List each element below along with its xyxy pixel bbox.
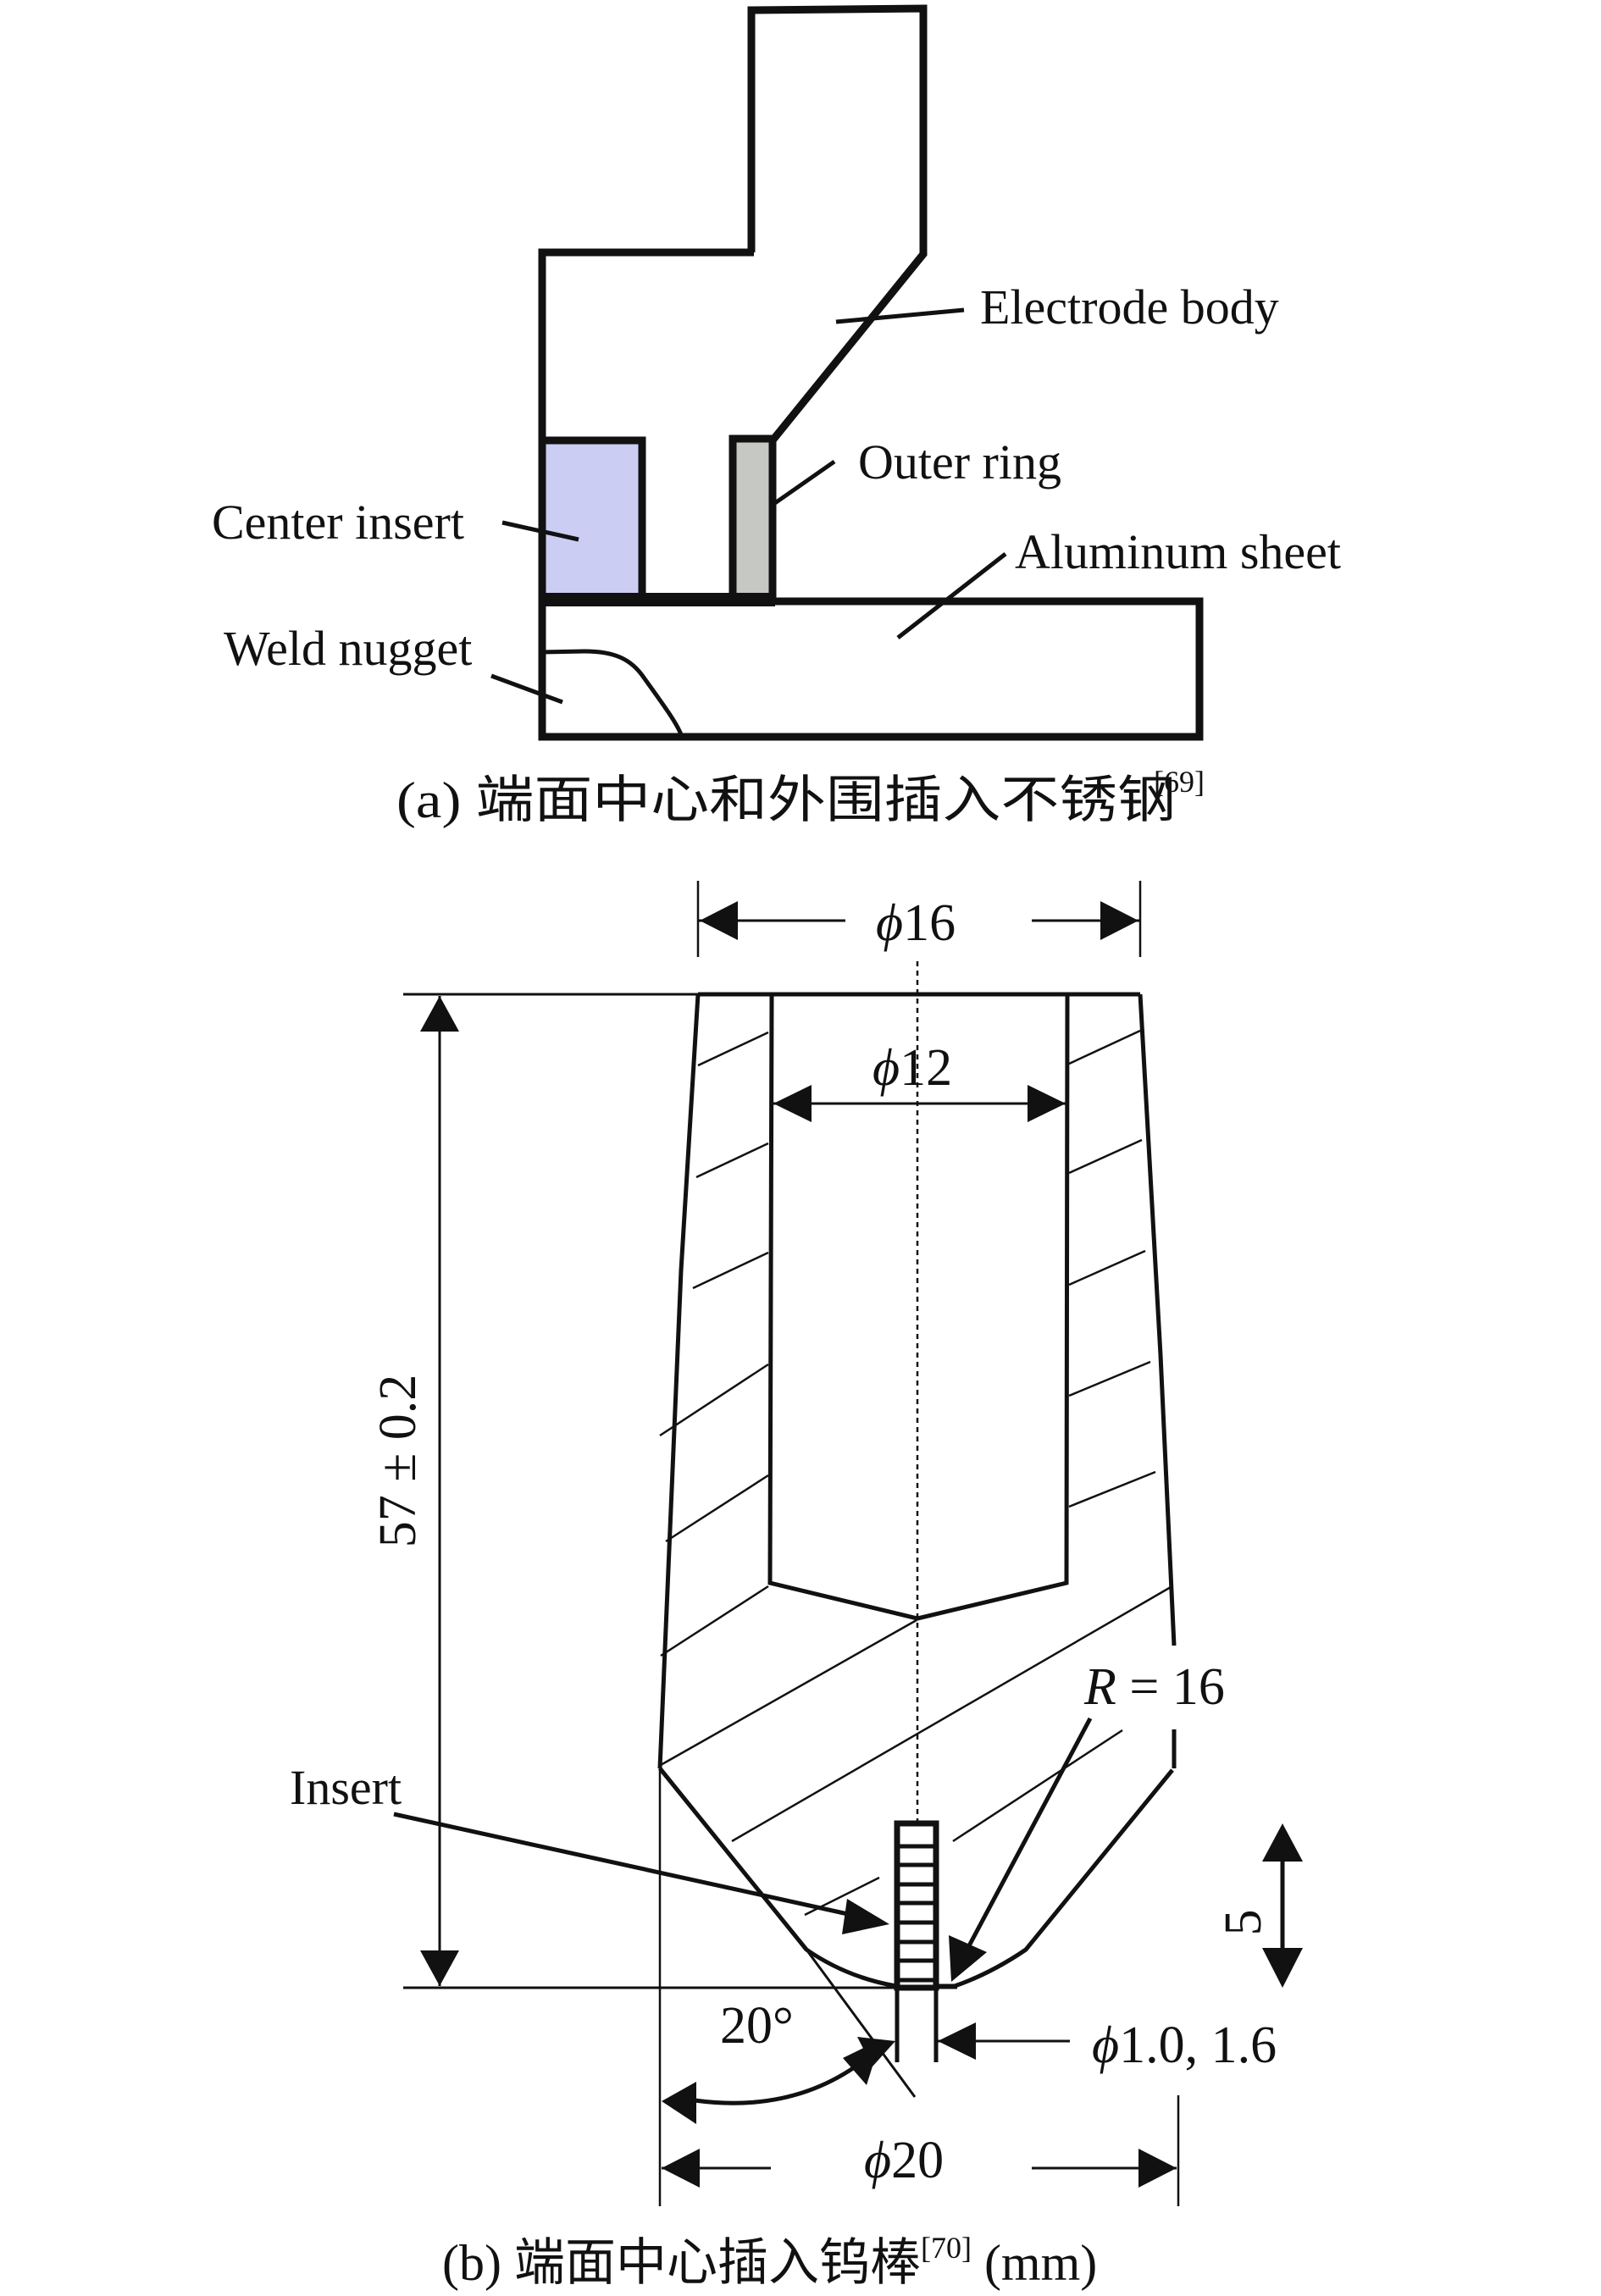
outer-wall-right: [1138, 993, 1177, 1646]
dimension-insert-diameter: ϕ1.0, 1.6: [857, 2017, 1277, 2074]
electrode-body-leader: [835, 307, 965, 324]
tungsten-insert: [894, 1820, 939, 2062]
dimension-cone-angle: 20°: [662, 1997, 881, 2124]
angle-arc: [694, 2064, 857, 2105]
arrowhead-left: [700, 901, 738, 940]
aluminum-sheet: [538, 597, 1204, 741]
insert-diameter-label: ϕ1.0, 1.6: [1092, 2017, 1277, 2074]
arrowhead-right-side: [938, 2022, 976, 2060]
insert-label: Insert: [290, 1760, 402, 1815]
arrowhead-top: [1262, 1823, 1303, 1862]
outer-ring: [728, 434, 777, 602]
dimension-phi20: ϕ20: [658, 1768, 1180, 2206]
aluminum-sheet-leader: [896, 552, 1007, 639]
phi12-value: 12: [900, 1039, 952, 1097]
phi-symbol: ϕ: [1092, 2017, 1119, 2074]
cone-angle-line: [805, 1949, 917, 2098]
weld-nugget-boundary: [541, 649, 684, 738]
caption-b-text: 端面中心插入钨棒: [514, 2235, 921, 2291]
arrowhead-bottom: [1262, 1948, 1303, 1988]
arrowhead-right: [843, 2039, 881, 2085]
caption-a-prefix: (a): [396, 772, 476, 828]
bore-outline: [767, 993, 1070, 1621]
outer-wall-left: [657, 993, 701, 1769]
section-hatching: [659, 1029, 1172, 1917]
center-insert-leader: [501, 520, 579, 542]
phi20-label: ϕ20: [864, 2132, 944, 2189]
figure-a: Electrode body Outer ring Center insert …: [212, 4, 1341, 828]
radius-leader: [963, 1717, 1093, 1954]
outer-ring-leader: [771, 459, 836, 507]
arrowhead-top: [420, 996, 459, 1032]
dimension-insert-depth: 5: [1215, 1823, 1303, 1988]
insert-callout: Insert: [290, 1760, 889, 1934]
insert-diameter-value: 1.0, 1.6: [1119, 2017, 1277, 2074]
insert-depth-label: 5: [1215, 1910, 1272, 1936]
caption-b-unit: (mm): [972, 2235, 1097, 2291]
electrode-body-label: Electrode body: [980, 279, 1279, 335]
arrowhead-left: [662, 2082, 696, 2124]
phi-symbol: ϕ: [876, 894, 903, 952]
center-insert: [538, 436, 646, 602]
aluminum-sheet-label: Aluminum sheet: [1015, 524, 1341, 579]
phi-symbol: ϕ: [873, 1039, 900, 1097]
arrowhead-right: [1100, 901, 1138, 940]
weld-nugget-label: Weld nugget: [224, 621, 472, 676]
caption-b: (b) 端面中心插入钨棒[70] (mm): [442, 2231, 1097, 2291]
phi16-value: 16: [903, 894, 956, 952]
figure-b: ϕ16 ϕ12: [290, 881, 1303, 2291]
dimension-phi16: ϕ16: [696, 881, 1142, 957]
arrowhead-left: [773, 1085, 812, 1122]
length-label: 57 ± 0.2: [369, 1375, 427, 1548]
cone-angle-label: 20°: [720, 1997, 794, 2055]
caption-a-text: 端面中心和外围插入不锈钢: [476, 772, 1176, 828]
caption-b-prefix: (b): [442, 2235, 514, 2291]
dimension-length: 57 ± 0.2: [369, 996, 459, 1986]
dimension-phi12: ϕ12: [773, 1039, 1066, 1122]
radius-value: = 16: [1116, 1658, 1225, 1716]
insert-leader: [393, 1812, 856, 1918]
arrowhead-right: [1028, 1085, 1066, 1122]
outer-ring-label: Outer ring: [858, 434, 1061, 490]
phi-symbol: ϕ: [864, 2132, 891, 2189]
arrowhead-left: [662, 2149, 700, 2188]
weld-nugget-leader: [490, 673, 563, 705]
caption-a-ref: [69]: [1154, 765, 1205, 799]
caption-a: (a) 端面中心和外围插入不锈钢: [396, 772, 1176, 828]
insert-arrowhead: [842, 1899, 889, 1934]
arrowhead-bottom: [420, 1950, 459, 1986]
radius-callout: R = 16: [949, 1658, 1225, 1982]
radius-symbol: R: [1083, 1658, 1116, 1716]
phi16-label: ϕ16: [876, 894, 956, 952]
phi12-label: ϕ12: [873, 1039, 952, 1097]
caption-b-ref: [70]: [921, 2231, 972, 2265]
phi20-value: 20: [891, 2132, 944, 2189]
radius-arrowhead: [949, 1935, 987, 1982]
center-insert-label: Center insert: [212, 495, 464, 550]
radius-label: R = 16: [1083, 1658, 1225, 1716]
arrowhead-right: [1138, 2149, 1177, 2188]
